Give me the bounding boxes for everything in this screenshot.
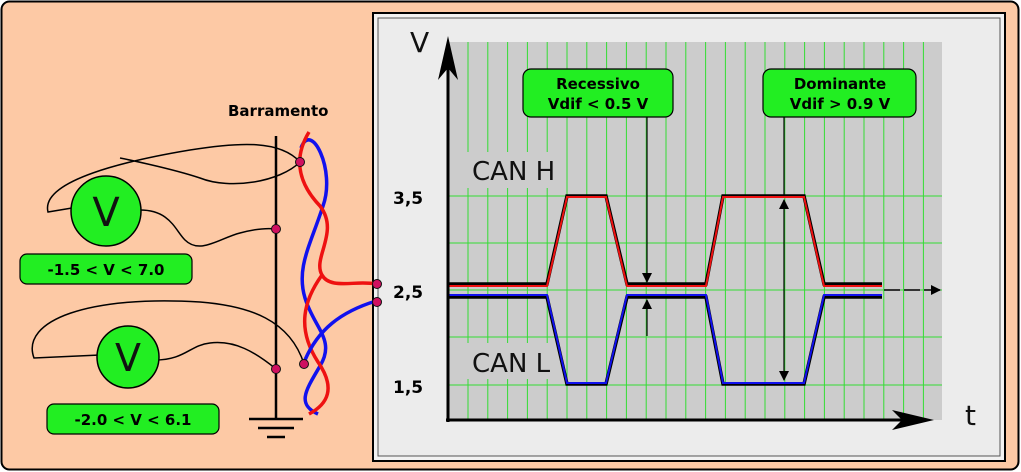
y-tick-label: 2,5 xyxy=(393,283,423,303)
probe-junction-dot xyxy=(299,359,309,369)
can-h-label-bg xyxy=(462,152,566,188)
y-tick-label: 3,5 xyxy=(393,189,423,209)
dominant-title: Dominante xyxy=(794,75,886,93)
y-axis-label: V xyxy=(410,26,429,59)
y-tick-label: 1,5 xyxy=(393,378,423,398)
can-l-terminal-dot xyxy=(372,297,382,307)
twisted-pair-red xyxy=(298,131,377,286)
voltmeter-icon xyxy=(70,175,142,247)
grid-horizontal xyxy=(448,195,942,386)
twisted-pair-red-lower xyxy=(302,273,330,416)
can-l-label-bg xyxy=(462,343,566,379)
probe-wire xyxy=(154,341,277,370)
can-h-label: CAN H xyxy=(472,157,555,187)
voltmeter-range-badge xyxy=(46,403,220,435)
can-l-signal xyxy=(448,294,882,384)
probe-wire xyxy=(46,143,302,213)
bus-label: Barramento xyxy=(228,102,328,120)
ground-icon xyxy=(249,417,303,439)
probe-junction-dot xyxy=(295,157,305,167)
x-axis-arrow xyxy=(892,410,934,430)
can-l-label: CAN L xyxy=(472,349,551,379)
dominant-badge xyxy=(762,68,917,118)
probe-wire xyxy=(139,209,277,247)
y-axis-arrow xyxy=(438,36,458,80)
twisted-pair-blue-branch xyxy=(303,299,377,361)
recessive-title: Recessivo xyxy=(556,75,640,93)
probe-junction-dot xyxy=(271,364,281,374)
can-h-signal xyxy=(448,196,882,287)
voltmeter-range: -2.0 < V < 6.1 xyxy=(74,411,191,429)
twisted-pair-blue xyxy=(299,138,329,416)
can-h-terminal-dot xyxy=(372,279,382,289)
voltmeter-symbol: V xyxy=(92,190,120,236)
voltmeter-range: -1.5 < V < 7.0 xyxy=(47,261,164,279)
voltmeter-range-badge xyxy=(19,253,193,285)
probe-wire xyxy=(31,300,305,365)
probe-junction-dot xyxy=(271,224,281,234)
dominant-condition: Vdif > 0.9 V xyxy=(790,95,891,113)
recessive-condition: Vdif < 0.5 V xyxy=(548,95,649,113)
x-axis-label: t xyxy=(965,399,976,432)
recessive-badge xyxy=(522,68,674,118)
voltmeter-symbol: V xyxy=(115,336,141,380)
voltmeter-icon xyxy=(96,325,160,389)
